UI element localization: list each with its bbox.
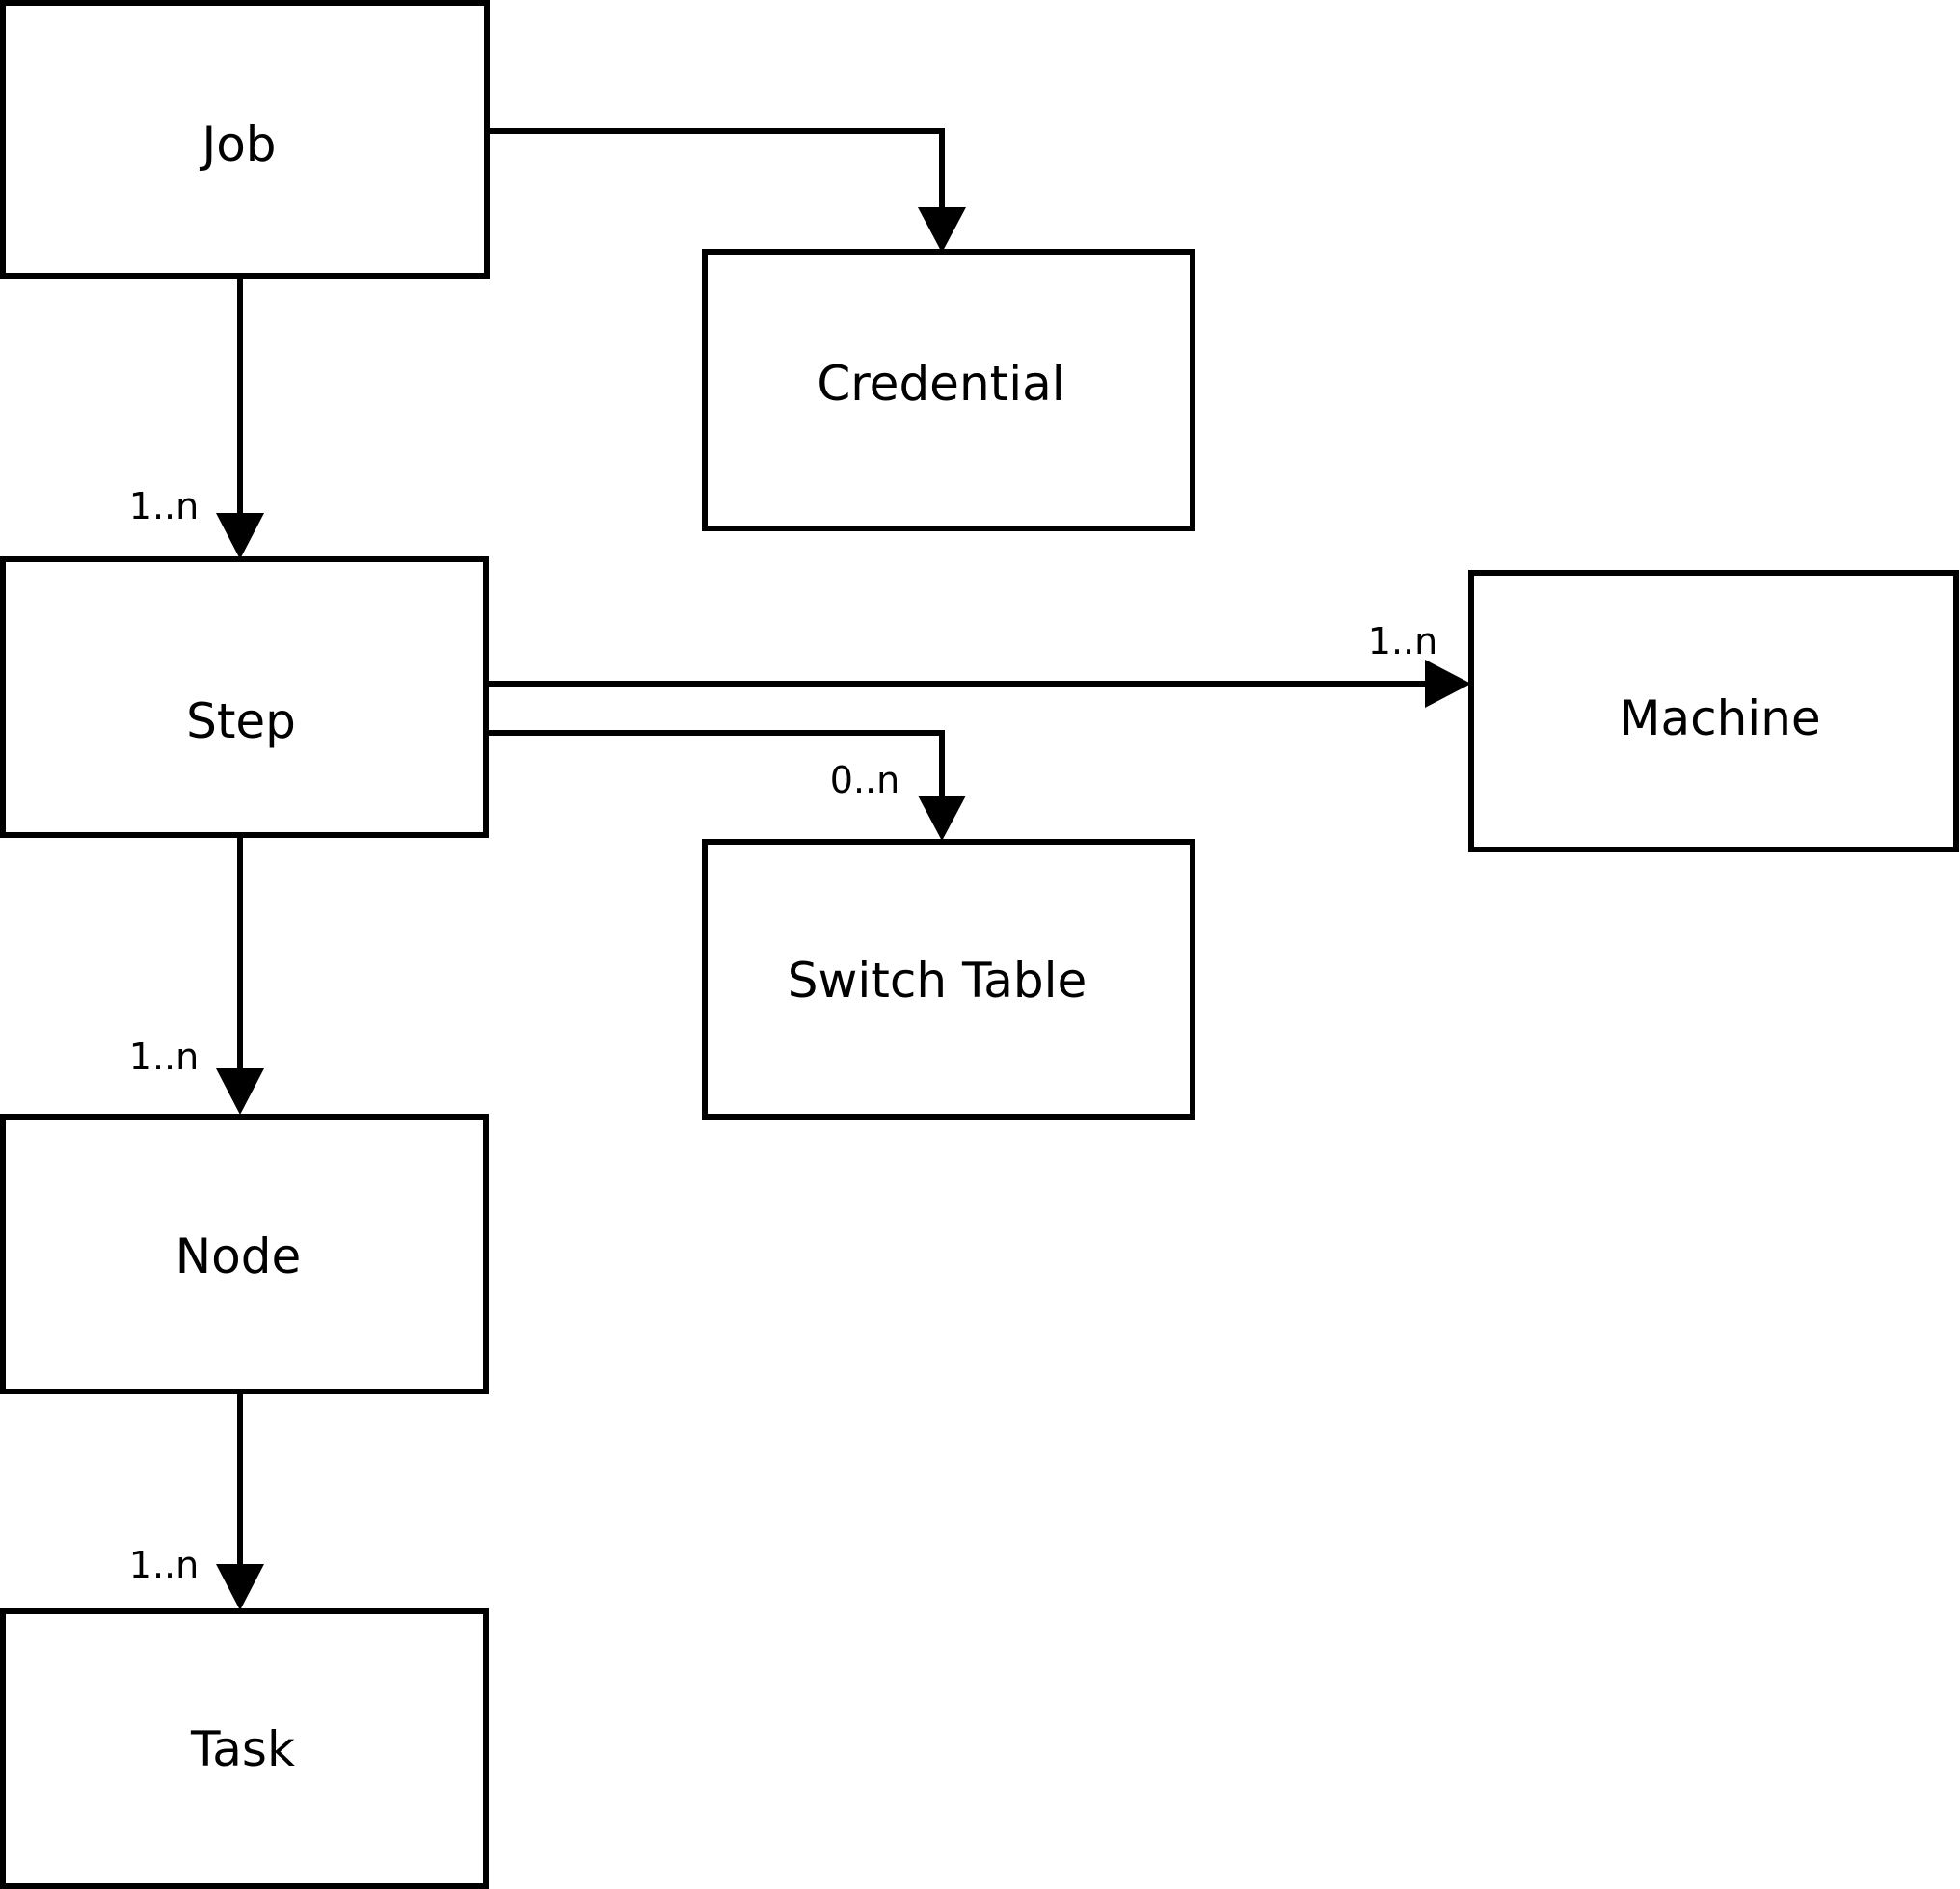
multiplicity-label: 1..n [129,1036,199,1078]
multiplicity-label: 0..n [830,759,899,801]
machine-box: Machine [1468,570,1959,852]
arrowhead-icon [1425,660,1471,708]
node-label: Node [175,1228,302,1284]
job-label: Job [199,117,276,173]
credential-box: Credential [702,249,1195,531]
multiplicity-label: 1..n [129,485,199,527]
arrowhead-icon [216,513,264,559]
credential-label: Credential [817,356,1064,412]
arrowhead-icon [216,1068,264,1115]
edge-step-to-switch-table: 0..n [487,730,966,841]
arrowhead-icon [216,1564,264,1610]
edge-job-to-credential [488,128,966,253]
arrowhead-icon [918,207,966,253]
task-box: Task [0,1608,489,1889]
switch-table-label: Switch Table [788,953,1087,1009]
edge-step-to-node: 1..n [129,836,264,1115]
multiplicity-label: 1..n [1368,620,1437,662]
node-box: Node [0,1114,489,1394]
edge-job-to-step: 1..n [129,277,264,559]
edge-step-to-machine: 1..n [487,620,1471,708]
task-label: Task [190,1721,295,1777]
job-box: Job [0,0,490,279]
arrowhead-icon [918,796,966,841]
multiplicity-label: 1..n [129,1544,199,1586]
step-box: Step [0,556,489,838]
machine-label: Machine [1619,690,1820,746]
step-label: Step [186,693,296,749]
switch-table-box: Switch Table [702,839,1195,1120]
edge-node-to-task: 1..n [129,1392,264,1610]
